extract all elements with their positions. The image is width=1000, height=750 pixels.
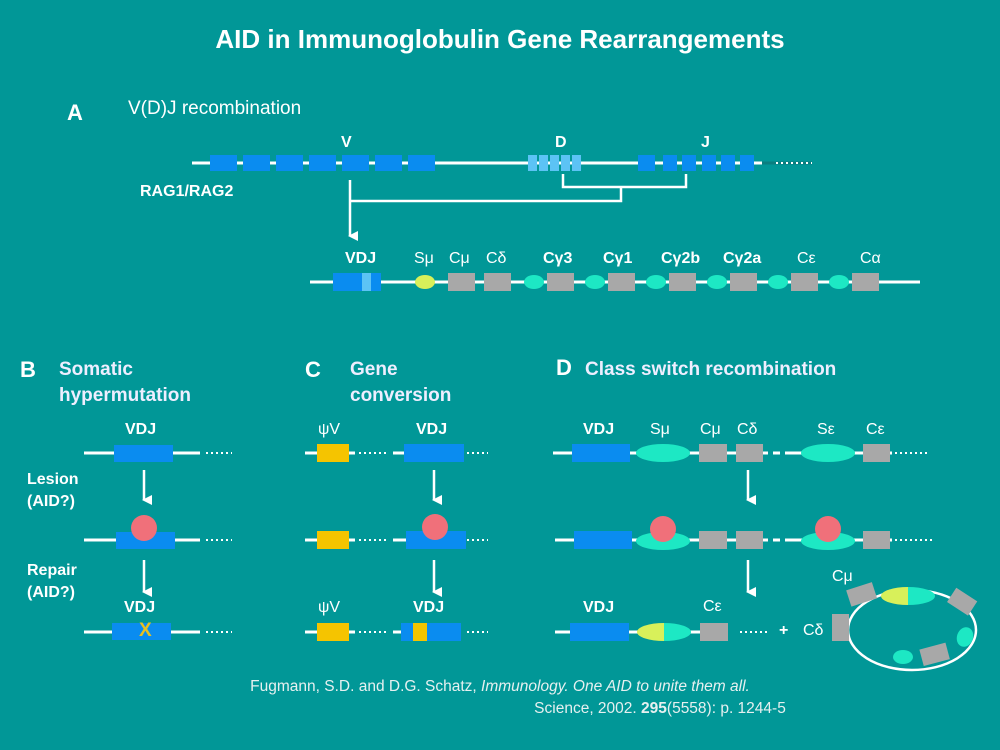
- panel-c-diagram: [305, 444, 488, 641]
- citation-volume: 295: [641, 700, 667, 717]
- rearranged-label-vdj: VDJ: [345, 250, 377, 267]
- panel-a-letter: A: [67, 100, 83, 125]
- enzyme-label: RAG1/RAG2: [140, 183, 234, 200]
- rearranged-label-c-gamma2a: Cγ2a: [723, 250, 762, 267]
- d-segments: [528, 155, 581, 171]
- panel-b-letter: B: [20, 357, 36, 382]
- panel-d-top-c-mu-label: Cμ: [700, 421, 721, 438]
- panel-b-bottom-vdj-label: VDJ: [124, 599, 156, 616]
- panel-c-letter: C: [305, 357, 321, 382]
- mutation-mark: X: [139, 620, 152, 641]
- rearranged-label-c-alpha: Cα: [860, 250, 881, 267]
- citation-authors: Fugmann, S.D. and D.G. Schatz,: [250, 678, 477, 695]
- panel-d-bottom-c-epsilon-label: Cε: [703, 598, 722, 615]
- rearranged-label-c-gamma2b: Cγ2b: [661, 250, 701, 267]
- v-label: V: [341, 134, 352, 151]
- panel-c-title-line1: Gene: [350, 359, 398, 380]
- panel-d-bottom-vdj-label: VDJ: [583, 599, 615, 616]
- panel-d-top-s-mu-label: Sμ: [650, 421, 670, 438]
- j-segments: [638, 155, 754, 171]
- slide-title: AID in Immunoglobulin Gene Rearrangement…: [215, 24, 785, 54]
- plus-sign: +: [779, 622, 789, 639]
- lesion-label-line1: Lesion: [27, 471, 79, 488]
- panel-d-top-c-delta-label: Cδ: [737, 421, 758, 438]
- citation-article: Immunology. One AID to unite them all.: [481, 678, 750, 695]
- panel-b-top-vdj-label: VDJ: [125, 421, 157, 438]
- panel-c-title-line2: conversion: [350, 385, 452, 406]
- excised-circle: [832, 582, 978, 672]
- rearranged-label-c-epsilon: Cε: [797, 250, 816, 267]
- rearranged-label-c-gamma1: Cγ1: [603, 250, 633, 267]
- circle-c-mu-label: Cμ: [832, 568, 853, 585]
- panel-a-rearranged-locus: [310, 273, 920, 291]
- rearranged-label-c-delta: Cδ: [486, 250, 507, 267]
- panel-c-top-pseudo-v-label: ψV: [318, 421, 341, 438]
- panel-c-bottom-pseudo-v-label: ψV: [318, 599, 341, 616]
- citation-line2: Science, 2002. 295(5558): p. 1244-5: [160, 698, 1000, 720]
- repair-label-line1: Repair: [27, 562, 77, 579]
- s-mu-switch: [415, 275, 435, 289]
- citation-line1: Fugmann, S.D. and D.G. Schatz, Immunolog…: [0, 676, 1000, 698]
- panel-a-germline-locus: [192, 155, 812, 241]
- panel-c-top-vdj-label: VDJ: [416, 421, 448, 438]
- panel-d-title: Class switch recombination: [585, 359, 837, 380]
- panel-b-diagram: [84, 445, 232, 640]
- panel-d-top-vdj-label: VDJ: [583, 421, 615, 438]
- d-label: D: [555, 134, 567, 151]
- rearranged-label-c-gamma3: Cγ3: [543, 250, 573, 267]
- panel-d-top-c-epsilon-label: Cε: [866, 421, 885, 438]
- citation-journal: Science, 2002.: [534, 700, 637, 717]
- vdj-exon: [333, 273, 381, 291]
- panel-d-top-s-epsilon-label: Sε: [817, 421, 835, 438]
- citation-issue-pages: (5558): p. 1244-5: [666, 700, 786, 717]
- panel-a-title: V(D)J recombination: [128, 98, 302, 119]
- panel-b-title-line2: hypermutation: [59, 385, 191, 406]
- j-label: J: [701, 134, 710, 151]
- circle-c-delta-label: Cδ: [803, 622, 824, 639]
- panel-d-letter: D: [556, 355, 572, 380]
- rearranged-label-c-mu: Cμ: [449, 250, 470, 267]
- panel-c-bottom-vdj-label: VDJ: [413, 599, 445, 616]
- panel-b-title-line1: Somatic: [59, 359, 133, 380]
- v-segments: [210, 155, 435, 171]
- rearranged-label-s-mu: Sμ: [414, 250, 434, 267]
- lesion-label-line2: (AID?): [27, 493, 75, 510]
- repair-label-line2: (AID?): [27, 584, 75, 601]
- panel-d-diagram: [553, 444, 978, 672]
